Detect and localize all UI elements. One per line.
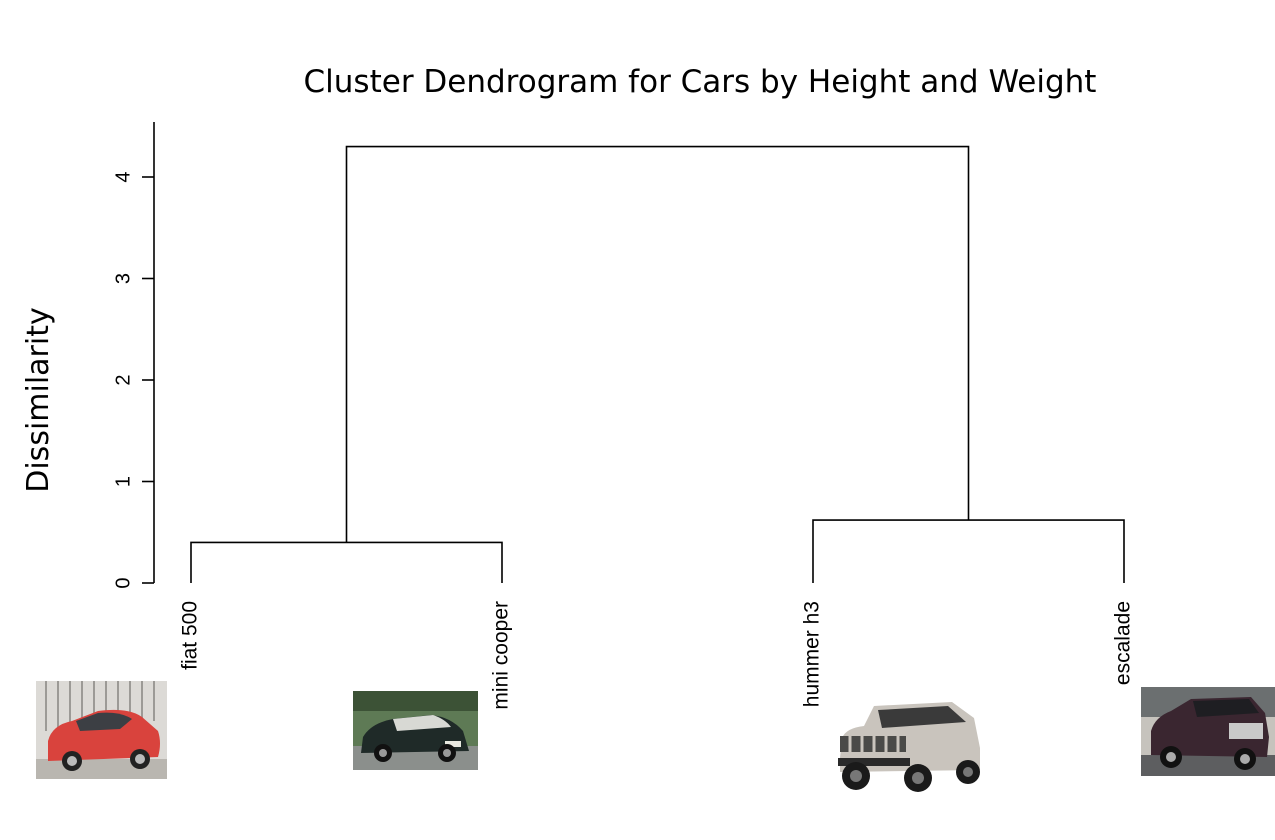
chart-title: Cluster Dendrogram for Cars by Height an… xyxy=(304,64,1097,100)
dendrogram-branch xyxy=(190,541,503,583)
fiat-500-photo xyxy=(36,681,167,779)
leaf-label: fiat 500 xyxy=(179,601,202,670)
y-tick-label: 4 xyxy=(112,171,134,182)
mini-cooper-photo xyxy=(353,691,478,770)
y-tick-label: 2 xyxy=(112,374,134,385)
y-tick-label: 0 xyxy=(112,577,134,588)
hummer-h3-photo xyxy=(834,698,986,806)
leaf-labels: fiat 500 mini cooper hummer h3 escalade xyxy=(179,601,1135,710)
dendrogram-branches xyxy=(190,145,1125,583)
dendrogram-branch xyxy=(345,145,970,543)
escalade-photo xyxy=(1141,687,1275,776)
y-tick-label: 1 xyxy=(112,476,134,487)
leaf-label: mini cooper xyxy=(490,601,513,710)
y-axis: 0 1 2 3 4 xyxy=(112,122,155,589)
y-tick-label: 3 xyxy=(112,273,134,284)
y-axis-label: Dissimilarity xyxy=(21,307,56,493)
leaf-label: hummer h3 xyxy=(801,601,824,707)
leaf-label: escalade xyxy=(1112,601,1135,685)
dendrogram-branch xyxy=(812,519,1125,583)
